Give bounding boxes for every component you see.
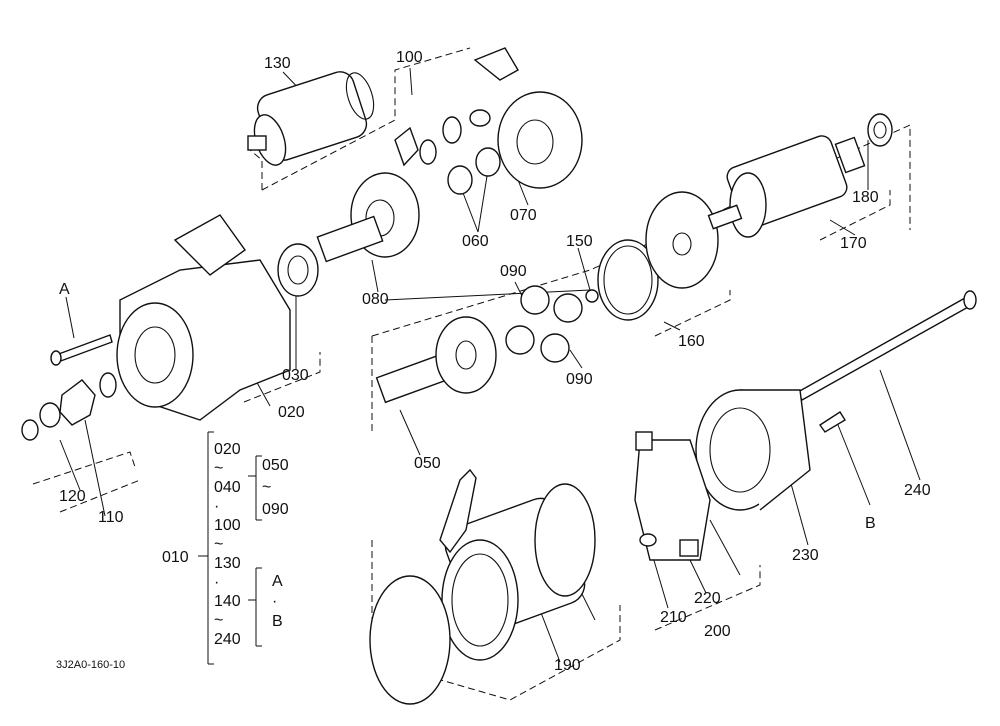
label-180: 180 [852, 189, 879, 206]
label-150: 150 [566, 233, 593, 250]
legend-entry: 140 [214, 593, 241, 610]
legend-entry: 240 [214, 631, 241, 648]
drive-housing [116, 214, 291, 421]
label-B: B [865, 515, 876, 532]
bearing-180 [867, 113, 893, 147]
brush-holder-200 [634, 431, 711, 561]
label-020: 020 [278, 404, 305, 421]
legend-entry: · [214, 498, 219, 515]
label-130: 130 [264, 55, 291, 72]
legend-entry: A [272, 573, 283, 590]
part-labels: 130 100 070 060 080 150 090 090 160 170 … [59, 49, 931, 674]
solenoid-switch [247, 71, 375, 166]
label-200: 200 [704, 623, 731, 640]
legend-entry: · [214, 574, 219, 591]
legend-entry: B [272, 613, 283, 630]
label-090-b: 090 [566, 371, 593, 388]
label-230: 230 [792, 547, 819, 564]
legend-group-A-B: A · B [272, 573, 283, 630]
drawing-code: 3J2A0-160-10 [56, 659, 125, 671]
legend-entry: 040 [214, 479, 241, 496]
legend-column-main: 020 ~040 · 100 ~130 · 140 ~240 [214, 441, 241, 648]
gear-housing-cover [497, 91, 583, 189]
yoke-190 [369, 468, 596, 705]
label-050: 050 [414, 455, 441, 472]
through-bolt-240 [797, 290, 977, 401]
label-090-a: 090 [500, 263, 527, 280]
overrunning-clutch [316, 172, 420, 263]
legend-entry: 090 [262, 501, 289, 518]
pinion-parts-110-120 [21, 372, 117, 441]
end-frame-230 [695, 389, 811, 511]
legend-entry: · [272, 593, 277, 610]
legend-entry: ~ [214, 612, 223, 629]
internal-gear-160 [597, 191, 719, 321]
label-120: 120 [59, 488, 86, 505]
leader-lines [59, 67, 921, 663]
label-210: 210 [660, 609, 687, 626]
legend-entry: 130 [214, 555, 241, 572]
screw-B [819, 411, 846, 433]
label-100: 100 [396, 49, 423, 66]
label-170: 170 [840, 235, 867, 252]
legend-entry: 050 [262, 457, 289, 474]
label-240: 240 [904, 482, 931, 499]
legend-entry: ~ [214, 536, 223, 553]
assembly-legend: 010 020 ~040 · 100 ~130 · 140 ~240 050 ~090 A · B [162, 431, 289, 665]
label-190: 190 [554, 657, 581, 674]
label-080: 080 [362, 291, 389, 308]
bearing-030 [277, 243, 319, 297]
label-070: 070 [510, 207, 537, 224]
label-030: 030 [282, 367, 309, 384]
legend-entry: 100 [214, 517, 241, 534]
planetary-gears-090 [505, 285, 599, 363]
legend-entry: ~ [262, 479, 271, 496]
legend-entry: 020 [214, 441, 241, 458]
label-160: 160 [678, 333, 705, 350]
label-110: 110 [98, 509, 124, 526]
armature-170 [707, 135, 866, 238]
legend-group-050-090: 050 ~090 [262, 457, 289, 518]
bolt-A [50, 334, 113, 366]
label-A: A [59, 281, 70, 298]
pinion-shaft-050 [375, 316, 497, 404]
label-220: 220 [694, 590, 721, 607]
legend-entry: ~ [214, 460, 223, 477]
label-060: 060 [462, 233, 489, 250]
legend-main-010: 010 [162, 549, 189, 566]
drive-lever-parts [394, 47, 519, 195]
